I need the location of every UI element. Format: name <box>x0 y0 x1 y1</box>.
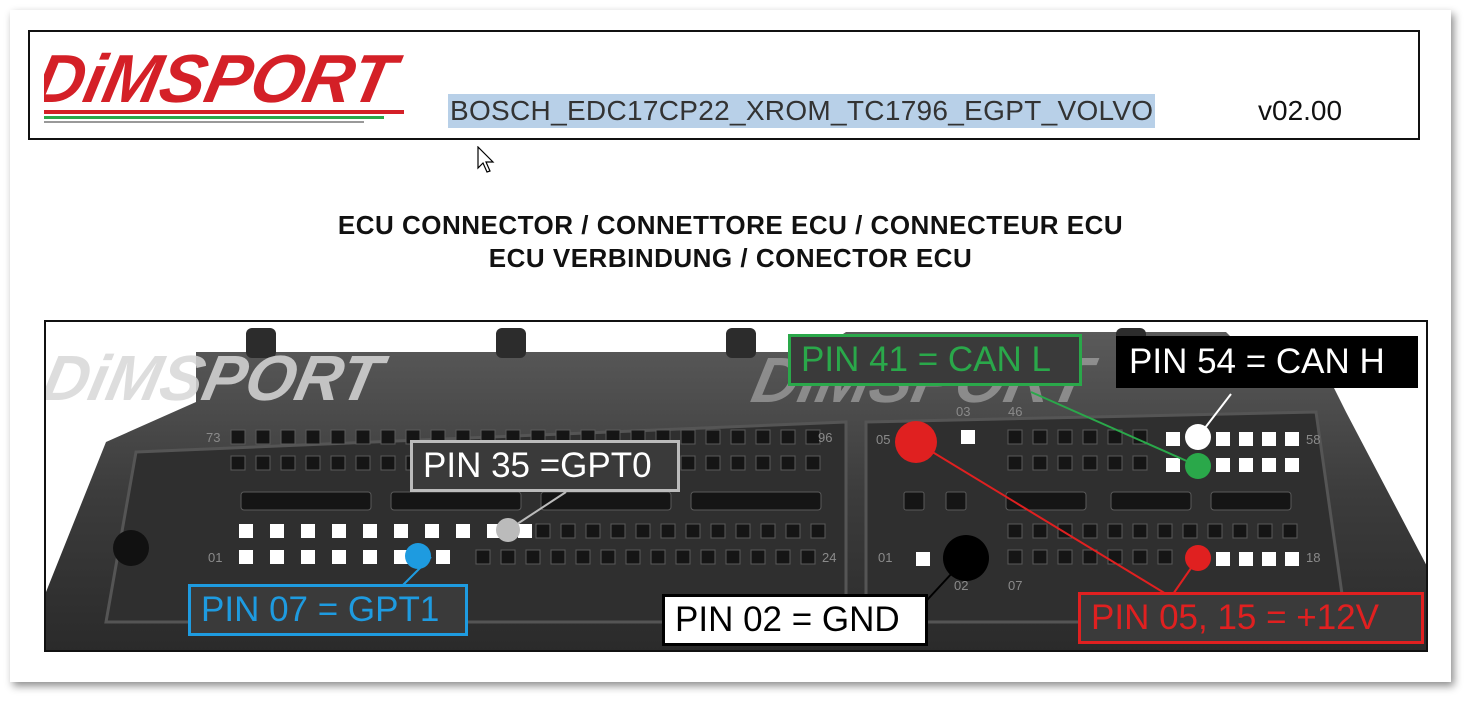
left-pin-row-3 <box>535 523 826 539</box>
pin-54-marker <box>1185 424 1211 450</box>
connector-drawing: DiMSPORT DiMSPORT <box>46 328 1426 650</box>
dimsport-logo: DiMSPORT <box>44 44 407 123</box>
label-pin-54-can-h: PIN 54 = CAN H <box>1116 336 1418 388</box>
pin-number-label: 01 <box>208 550 222 565</box>
pin-number-label: 07 <box>1008 578 1022 593</box>
pin-number-label: 46 <box>1008 404 1022 419</box>
pin-number-label: 03 <box>956 404 970 419</box>
pin-number-label: 18 <box>1306 550 1320 565</box>
pin-number-label: 58 <box>1306 432 1320 447</box>
label-pin-07-gpt1: PIN 07 = GPT1 <box>188 584 468 636</box>
pin-number-label: 73 <box>206 430 220 445</box>
mouse-cursor-icon <box>477 146 495 173</box>
right-pin-rows <box>903 429 1298 565</box>
document-header: DiMSPORT BOSCH_EDC17CP22_XROM_TC1796_EGP… <box>28 30 1420 140</box>
pin-number-label: 02 <box>954 578 968 593</box>
left-pin-row-4 <box>475 549 816 565</box>
document-page: DiMSPORT BOSCH_EDC17CP22_XROM_TC1796_EGP… <box>10 10 1451 682</box>
highlighted-pins <box>239 430 1299 566</box>
ecu-connector-photo: DiMSPORT DiMSPORT <box>44 320 1428 652</box>
logo-text: DiMSPORT <box>44 44 407 117</box>
label-pin-02-gnd: PIN 02 = GND <box>662 594 928 646</box>
label-pin-41-can-l: PIN 41 = CAN L <box>788 334 1082 386</box>
pin-15-marker <box>1185 545 1211 571</box>
pin-number-label: 96 <box>818 430 832 445</box>
label-pin-35-gpt0: PIN 35 =GPT0 <box>410 440 680 492</box>
svg-text:DiMSPORT: DiMSPORT <box>46 342 394 414</box>
pin-02-marker <box>943 535 989 581</box>
heading-line-2: ECU VERBINDUNG / CONECTOR ECU <box>488 243 973 273</box>
pin-number-label: 24 <box>822 550 836 565</box>
pin-number-label: 01 <box>878 550 892 565</box>
pin-number-label: 05 <box>876 432 890 447</box>
pin-41-marker <box>1185 453 1211 479</box>
version-label: v02.00 <box>1258 95 1343 126</box>
label-pin-05-15-power: PIN 05, 15 = +12V <box>1078 592 1424 644</box>
heading-line-1: ECU CONNECTOR / CONNETTORE ECU / CONNECT… <box>337 210 1124 240</box>
pin-35-marker <box>496 518 520 542</box>
pin-05-marker <box>895 421 937 463</box>
pin-07-marker <box>405 543 431 569</box>
document-title[interactable]: BOSCH_EDC17CP22_XROM_TC1796_EGPT_VOLVO <box>448 94 1156 128</box>
